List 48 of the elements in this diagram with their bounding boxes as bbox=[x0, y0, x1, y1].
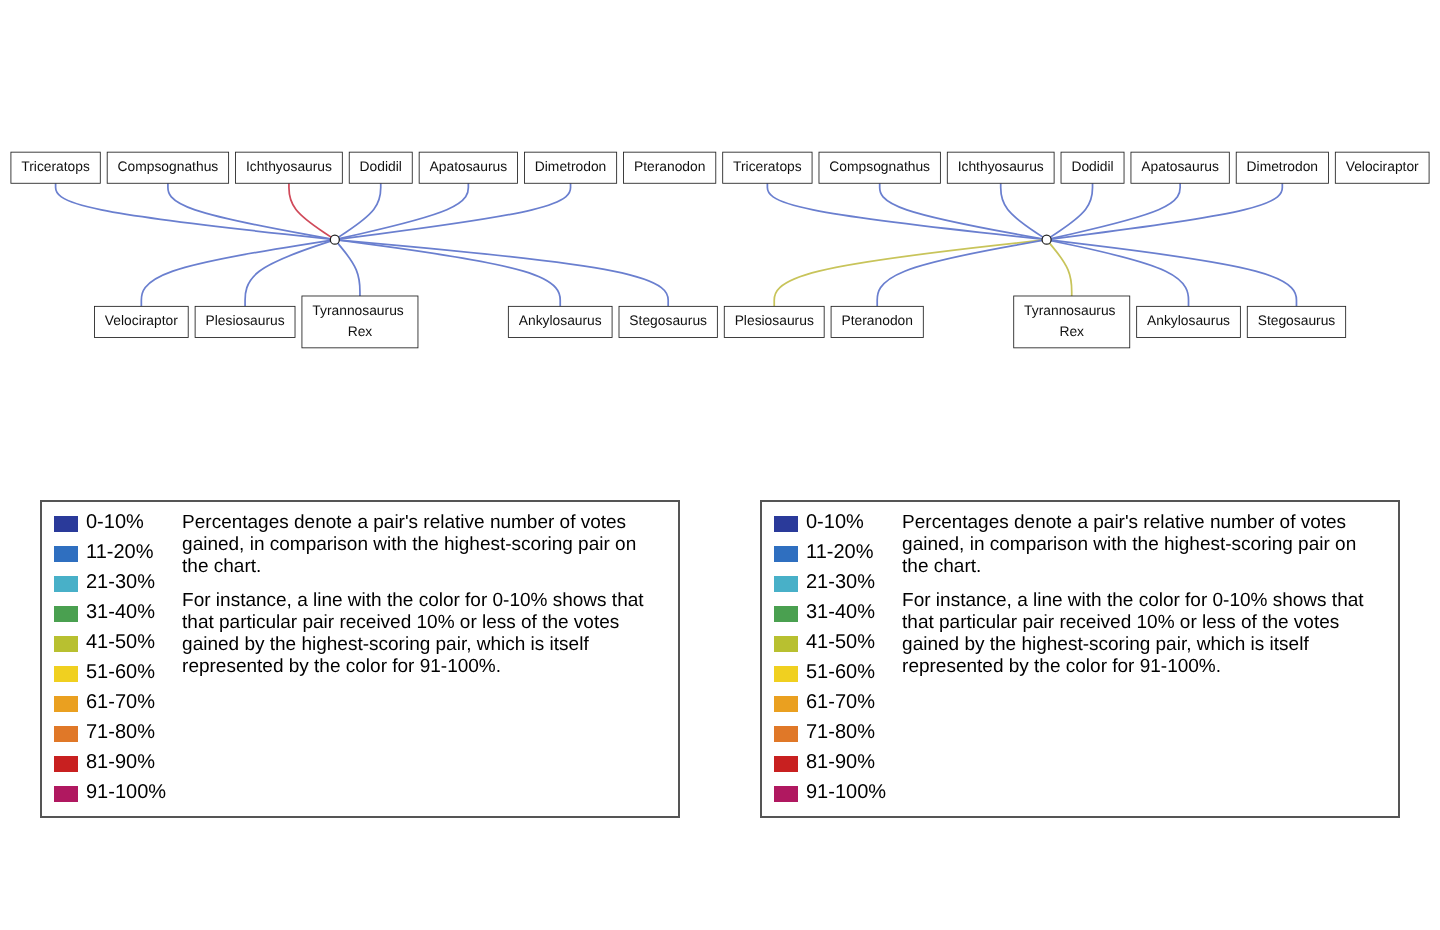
legend-label: 41-50% bbox=[86, 632, 155, 656]
connector bbox=[876, 239, 1044, 308]
connector bbox=[773, 239, 1043, 308]
note-text: Percentages denote a pair's relative number of votes gained, in comparison with the highest-scoring pair on the chart. bbox=[182, 512, 639, 578]
note-text: For instance, a line with the color for 0-10% shows that that particular pair received 10% or less of the votes gained by the highest-scoring pair, which is itself represented by the color for 91-100%. bbox=[902, 590, 1366, 678]
connector bbox=[1050, 182, 1284, 240]
connector bbox=[167, 182, 332, 240]
legend-label: 71-80% bbox=[86, 722, 155, 746]
node-circle bbox=[329, 234, 340, 245]
connector bbox=[766, 182, 1043, 240]
connector bbox=[336, 242, 361, 297]
connector bbox=[338, 239, 562, 308]
legend-label: 91-100% bbox=[86, 782, 167, 806]
legend-label: 21-30% bbox=[806, 572, 875, 596]
connector bbox=[288, 182, 332, 238]
connector bbox=[244, 240, 332, 308]
legend-label: 41-50% bbox=[806, 632, 875, 656]
legend-label: 31-40% bbox=[86, 602, 155, 626]
legend-label: 31-40% bbox=[806, 602, 875, 626]
connector bbox=[140, 239, 332, 308]
note-text: For instance, a line with the color for 0-10% shows that that particular pair received 10% or less of the votes gained by the highest-scoring pair, which is itself represented by the color for 91-100%. bbox=[182, 590, 646, 678]
connector bbox=[338, 182, 572, 240]
connector bbox=[338, 182, 470, 240]
legend-label: 81-90% bbox=[86, 752, 155, 776]
legend-label: 61-70% bbox=[806, 692, 875, 716]
legend-label: 51-60% bbox=[806, 662, 875, 686]
legend-label: 11-20% bbox=[806, 542, 874, 566]
connector bbox=[338, 239, 670, 308]
connector bbox=[1050, 239, 1298, 308]
connector bbox=[999, 182, 1044, 238]
connector bbox=[54, 182, 332, 240]
legend-label: 11-20% bbox=[86, 542, 154, 566]
connector bbox=[1050, 239, 1190, 308]
connector bbox=[1049, 182, 1094, 238]
legend-label: 0-10% bbox=[806, 512, 864, 536]
legend-label: 21-30% bbox=[86, 572, 155, 596]
legend-label: 91-100% bbox=[806, 782, 887, 806]
legend-label: 81-90% bbox=[806, 752, 875, 776]
connector bbox=[1050, 182, 1181, 240]
legend-label: 61-70% bbox=[86, 692, 155, 716]
connector bbox=[1048, 242, 1073, 297]
note-text: Percentages denote a pair's relative number of votes gained, in comparison with the highest-scoring pair on the chart. bbox=[902, 512, 1359, 578]
legend-label: 71-80% bbox=[806, 722, 875, 746]
connector bbox=[337, 182, 382, 238]
node-circle bbox=[1041, 234, 1052, 245]
legend-label: 51-60% bbox=[86, 662, 155, 686]
connector bbox=[878, 182, 1044, 240]
legend-label: 0-10% bbox=[86, 512, 144, 536]
